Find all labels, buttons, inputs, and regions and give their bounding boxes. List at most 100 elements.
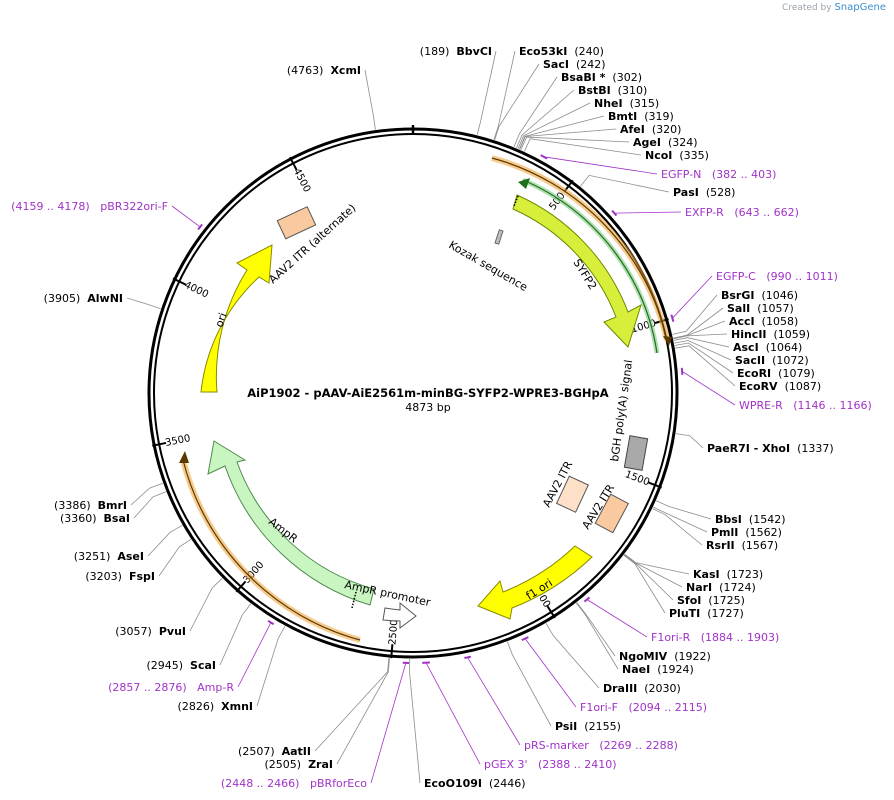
primer-label[interactable]: EXFP-R (643 .. 662) — [685, 206, 799, 219]
enzyme-label[interactable]: NaeI (1924) — [622, 663, 694, 676]
enzyme-label[interactable]: (4763) XcmI — [287, 64, 361, 77]
primer-name: pBRforEco — [310, 777, 367, 790]
enzyme-label[interactable]: (3251) AseI — [74, 550, 144, 563]
enzyme-label[interactable]: DraIII (2030) — [603, 682, 681, 695]
enzyme-label[interactable]: (2945) ScaI — [146, 659, 216, 672]
primer-label[interactable]: EGFP-N (382 .. 403) — [661, 168, 776, 181]
primer-name: EXFP-R — [685, 206, 724, 219]
enzyme-position: (3905) — [44, 292, 81, 305]
enzyme-label[interactable]: (2507) AatII — [238, 745, 311, 758]
enzyme-name: BmrI — [98, 499, 127, 512]
primer-label[interactable]: F1ori-F (2094 .. 2115) — [580, 701, 707, 714]
enzyme-label[interactable]: SalI (1057) — [727, 302, 794, 315]
enzyme-position: (1725) — [708, 594, 745, 607]
enzyme-name: PasI — [673, 186, 699, 199]
primer-label[interactable]: pRS-marker (2269 .. 2288) — [524, 739, 678, 752]
primer-mark — [521, 636, 529, 642]
enzyme-label[interactable]: AfeI (320) — [620, 123, 681, 136]
enzyme-leader-line — [656, 500, 712, 520]
enzyme-label[interactable]: SfoI (1725) — [677, 594, 745, 607]
enzyme-label[interactable]: AscI (1064) — [733, 341, 802, 354]
enzyme-position: (189) — [420, 45, 450, 58]
enzyme-position: (2945) — [146, 659, 183, 672]
orf-arc-orange-top-line — [491, 157, 668, 341]
enzyme-label[interactable]: PsiI (2155) — [555, 720, 621, 733]
primer-label[interactable]: (2857 .. 2876) Amp-R — [108, 681, 234, 694]
enzyme-label[interactable]: NarI (1724) — [686, 581, 756, 594]
enzyme-label[interactable]: EcoO109I (2446) — [424, 777, 526, 790]
enzyme-label[interactable]: PluTI (1727) — [669, 607, 744, 620]
enzyme-label[interactable]: (3386) BmrI — [54, 499, 127, 512]
enzyme-position: (1059) — [774, 328, 811, 341]
ampr-promoter-feature — [382, 601, 417, 629]
enzyme-label[interactable]: BsaBI * (302) — [561, 71, 642, 84]
primer-range: (2094 .. 2115) — [628, 701, 707, 714]
tick-label: 2500 — [387, 619, 400, 645]
primer-label[interactable]: WPRE-R (1146 .. 1166) — [739, 399, 872, 412]
plasmid-length: 4873 bp — [405, 401, 450, 414]
enzyme-label[interactable]: (2505) ZraI — [265, 758, 334, 771]
enzyme-label[interactable]: (3905) AlwNI — [44, 292, 123, 305]
enzyme-leader-line — [513, 76, 558, 148]
enzyme-name: NcoI — [645, 149, 672, 162]
primer-range: (990 .. 1011) — [766, 270, 838, 283]
enzyme-label[interactable]: AgeI (324) — [633, 136, 698, 149]
primer-label[interactable]: (2448 .. 2466) pBRforEco — [221, 777, 367, 790]
enzyme-label[interactable]: SacI (242) — [543, 58, 606, 71]
enzyme-label[interactable]: (3057) PvuI — [115, 625, 186, 638]
enzyme-label[interactable]: BsrGI (1046) — [721, 289, 798, 302]
enzyme-name: AseI — [117, 550, 144, 563]
enzyme-name: AlwNI — [87, 292, 123, 305]
enzyme-label[interactable]: NcoI (335) — [645, 149, 709, 162]
enzyme-label[interactable]: EcoRV (1087) — [739, 380, 821, 393]
enzyme-label[interactable]: PmlI (1562) — [711, 526, 782, 539]
primer-label[interactable]: pGEX 3' (2388 .. 2410) — [484, 758, 617, 771]
enzyme-label[interactable]: AccI (1058) — [729, 315, 798, 328]
primer-leader-line — [171, 205, 201, 228]
enzyme-label[interactable]: (2826) XmnI — [178, 700, 253, 713]
enzyme-label[interactable]: NgoMIV (1922) — [619, 650, 711, 663]
primer-label[interactable]: EGFP-C (990 .. 1011) — [716, 270, 838, 283]
enzyme-leader-line — [673, 307, 724, 339]
enzyme-name: Eco53kI — [519, 45, 567, 58]
enzyme-leader-line — [524, 138, 642, 156]
enzyme-leader-line — [336, 657, 390, 765]
enzyme-label[interactable]: EcoRI (1079) — [737, 367, 815, 380]
enzyme-label[interactable]: BstBI (310) — [578, 84, 647, 97]
enzyme-name: SalI — [727, 302, 750, 315]
enzyme-name: SfoI — [677, 594, 701, 607]
tick-mark — [289, 156, 298, 171]
enzyme-label[interactable]: KasI (1723) — [693, 568, 763, 581]
enzyme-name: AatII — [282, 745, 311, 758]
enzyme-label[interactable]: Eco53kI (240) — [519, 45, 604, 58]
primer-mark — [267, 619, 275, 626]
enzyme-leader-line — [672, 294, 718, 335]
enzyme-leader-line — [256, 626, 286, 707]
enzyme-label[interactable]: (3203) FspI — [85, 570, 155, 583]
tick-label: 1500 — [623, 469, 651, 488]
enzyme-label[interactable]: HincII (1059) — [731, 328, 810, 341]
enzyme-label[interactable]: NheI (315) — [594, 97, 659, 110]
enzyme-position: (1337) — [797, 442, 834, 455]
primer-label[interactable]: (4159 .. 4178) pBR322ori-F — [11, 200, 168, 213]
enzyme-position: (2826) — [178, 700, 215, 713]
enzyme-leader-line — [519, 115, 605, 150]
enzyme-position: (310) — [618, 84, 648, 97]
enzyme-label[interactable]: BbsI (1542) — [715, 513, 785, 526]
enzyme-label[interactable]: PaeR7I - XhoI (1337) — [707, 442, 834, 455]
enzyme-leader-line — [580, 174, 670, 193]
enzyme-name: NheI — [594, 97, 623, 110]
enzyme-label[interactable]: (189) BbvCI — [420, 45, 492, 58]
enzyme-label[interactable]: (3360) BsaI — [60, 512, 130, 525]
enzyme-position: (324) — [668, 136, 698, 149]
enzyme-label[interactable]: PasI (528) — [673, 186, 735, 199]
enzyme-label[interactable]: BmtI (319) — [608, 110, 674, 123]
primer-name: pRS-marker — [524, 739, 589, 752]
enzyme-label[interactable]: RsrII (1567) — [706, 539, 778, 552]
enzyme-label[interactable]: SacII (1072) — [735, 354, 809, 367]
tick-mark — [390, 644, 394, 659]
primer-label[interactable]: F1ori-R (1884 .. 1903) — [651, 631, 779, 644]
enzyme-position: (528) — [706, 186, 736, 199]
enzyme-name: PaeR7I - XhoI — [707, 442, 790, 455]
enzyme-position: (2155) — [584, 720, 621, 733]
